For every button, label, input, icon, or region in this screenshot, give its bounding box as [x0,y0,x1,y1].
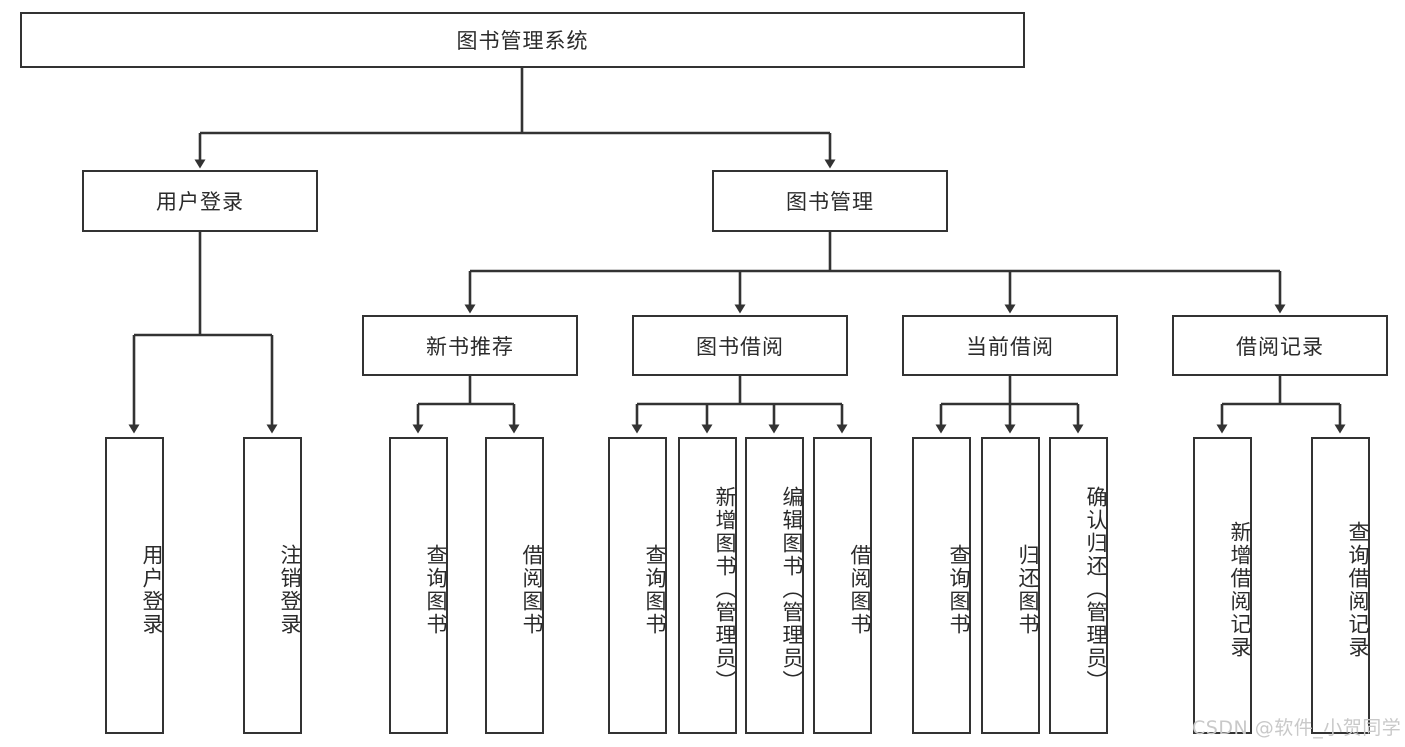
node-label: 查询图书 [643,543,667,636]
leaf-logout-login[interactable]: 注销登录 [243,437,302,734]
leaf-add-borrow-record[interactable]: 新增借阅记录 [1193,437,1252,734]
node-label: 用户登录 [156,190,244,214]
node-label: 查询借阅记录 [1346,520,1370,659]
node-new-book-recommend[interactable]: 新书推荐 [362,315,578,376]
node-label: 查询图书 [424,543,448,636]
leaf-borrow-book-recommend[interactable]: 借阅图书 [485,437,544,734]
node-label: 编辑图书（管理员） [780,486,804,693]
node-label: 当前借阅 [966,334,1054,359]
leaf-add-book[interactable]: 新增图书（管理员） [678,437,737,734]
node-label: 新增借阅记录 [1228,520,1252,659]
node-label: 新增图书（管理员） [713,486,737,693]
node-label: 图书管理系统 [456,29,589,53]
node-label: 图书借阅 [696,334,784,359]
leaf-borrow-book[interactable]: 借阅图书 [813,437,872,734]
node-borrow-record[interactable]: 借阅记录 [1172,315,1388,376]
node-label: 图书管理 [786,190,874,214]
leaf-edit-book[interactable]: 编辑图书（管理员） [745,437,804,734]
node-label: 确认归还（管理员） [1084,486,1108,693]
leaf-confirm-return[interactable]: 确认归还（管理员） [1049,437,1108,734]
leaf-query-book-borrow[interactable]: 查询图书 [608,437,667,734]
node-label: 查询图书 [947,543,971,636]
node-label: 借阅图书 [520,543,544,636]
node-book-management[interactable]: 图书管理 [712,170,948,232]
node-label: 新书推荐 [426,334,514,359]
node-label: 用户登录 [140,543,164,636]
leaf-query-book-recommend[interactable]: 查询图书 [389,437,448,734]
leaf-user-login[interactable]: 用户登录 [105,437,164,734]
csdn-watermark: CSDN @软件_小贺同学 [1192,717,1402,739]
node-user-login[interactable]: 用户登录 [82,170,318,232]
node-label: 注销登录 [278,543,302,636]
node-book-borrow[interactable]: 图书借阅 [632,315,848,376]
node-label: 归还图书 [1016,543,1040,636]
node-current-borrow[interactable]: 当前借阅 [902,315,1118,376]
leaf-query-book-current[interactable]: 查询图书 [912,437,971,734]
leaf-query-borrow-record[interactable]: 查询借阅记录 [1311,437,1370,734]
leaf-return-book[interactable]: 归还图书 [981,437,1040,734]
node-label: 借阅图书 [848,543,872,636]
node-label: 借阅记录 [1236,334,1324,359]
node-book-management-system[interactable]: 图书管理系统 [20,12,1025,68]
